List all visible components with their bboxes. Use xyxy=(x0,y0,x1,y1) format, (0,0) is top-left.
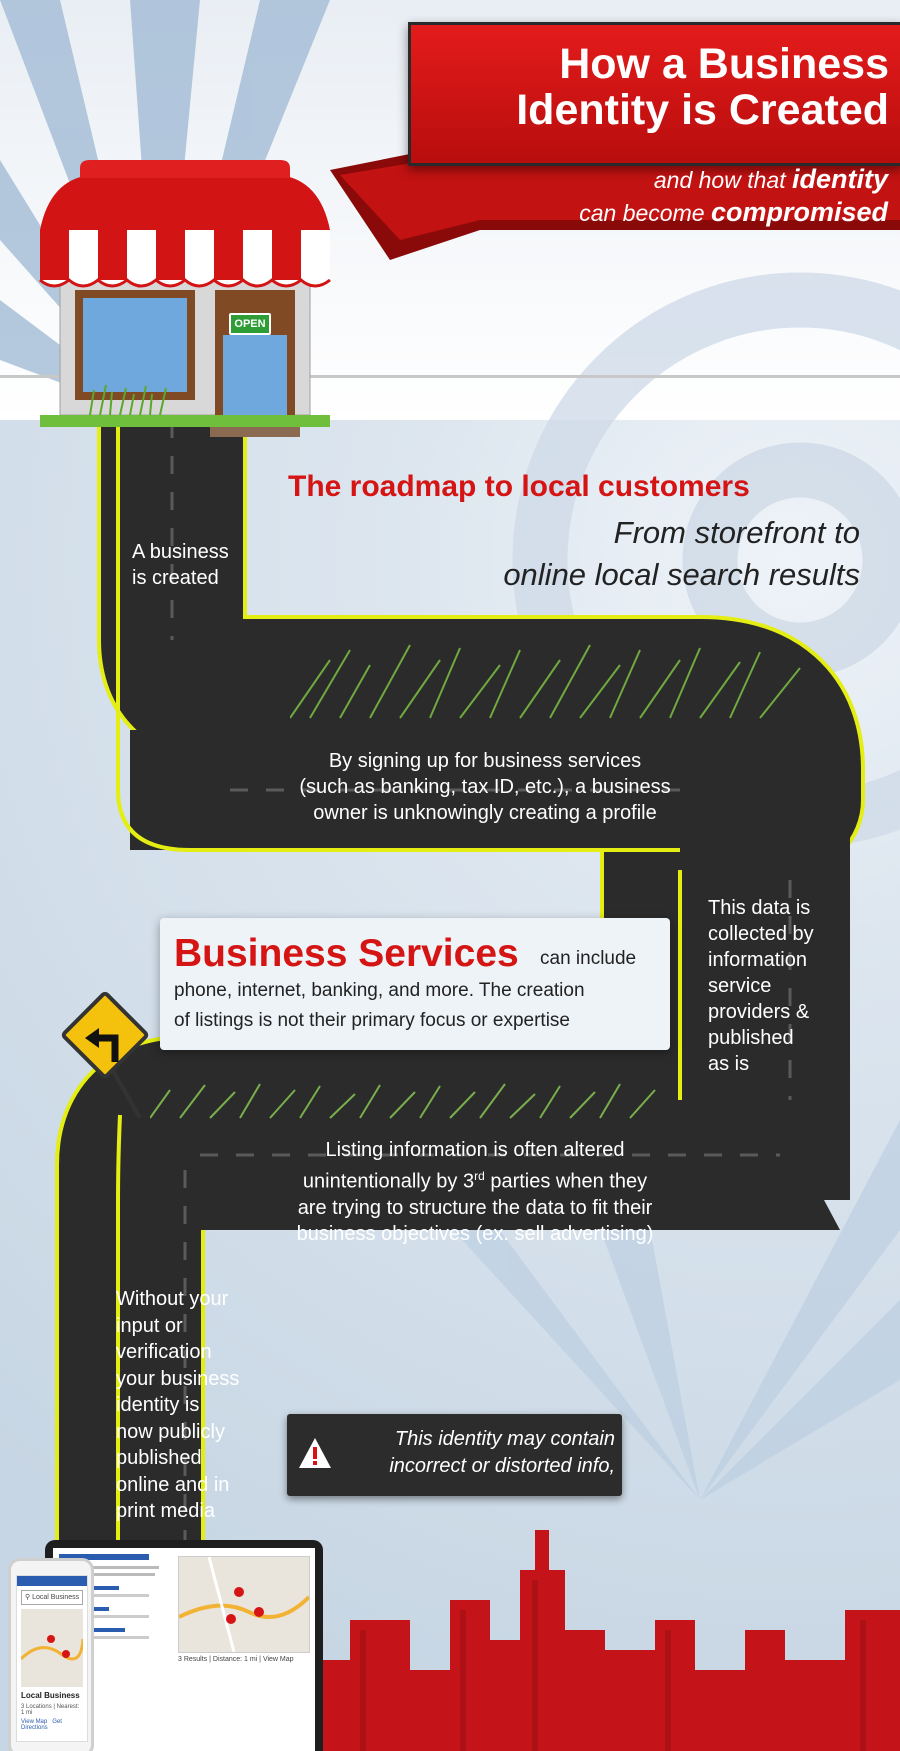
map-thumbnail[interactable] xyxy=(178,1556,311,1653)
step-5-line-3: verification xyxy=(116,1341,212,1363)
step-signing-up: By signing up for business services (suc… xyxy=(245,748,725,826)
warning-line-2: incorrect or distorted info, xyxy=(389,1455,615,1477)
business-services-card: Business Services can include phone, int… xyxy=(160,918,670,1050)
step-3-line-7: as is xyxy=(708,1053,750,1075)
map-icon xyxy=(178,1556,311,1653)
page-title: How a Business Identity is Created xyxy=(411,41,889,133)
step-5-line-6: now publicly xyxy=(116,1420,225,1443)
step-4-line-2b: parties when they xyxy=(484,1170,648,1193)
title-line-1: How a Business xyxy=(559,40,889,88)
open-sign: OPEN xyxy=(229,313,271,335)
step-1-line-2: is created xyxy=(132,567,219,589)
step-publicly-published: Without your input or verification your … xyxy=(116,1286,239,1525)
phone-search-text: Local Business xyxy=(32,1594,80,1601)
phone-search-input[interactable]: ⚲ Local Business xyxy=(21,1590,83,1605)
subtitle-bold-1: identity xyxy=(791,164,888,194)
subtitle-bold-2: compromised xyxy=(710,197,888,227)
business-services-line-1: phone, internet, banking, and more. The … xyxy=(174,980,585,1001)
phone-frame: ⚲ Local Business Local Business 3 Locati… xyxy=(8,1558,94,1751)
step-3-line-1: This data is xyxy=(708,897,811,919)
step-5-line-9: print media xyxy=(116,1500,215,1522)
phone-result-links: View Map Get Directions xyxy=(21,1719,83,1731)
warning-line-1: This identity may contain xyxy=(394,1428,615,1450)
step-5-line-1: Without your xyxy=(116,1288,229,1310)
business-services-title: Business Services xyxy=(174,932,519,975)
warning-text: This identity may contain incorrect or d… xyxy=(327,1426,615,1480)
warning-callout: This identity may contain incorrect or d… xyxy=(287,1414,622,1496)
step-5-line-8: online and in xyxy=(116,1473,230,1496)
grass-patch-1 xyxy=(290,644,801,719)
business-services-body: phone, internet, banking, and more. The … xyxy=(174,976,664,1036)
business-services-line-2: of listings is not their primary focus o… xyxy=(174,1010,570,1031)
title-line-2: Identity is Created xyxy=(516,86,889,134)
step-2-line-2: (such as banking, tax ID, etc.), a busin… xyxy=(299,776,671,798)
step-4-line-2-sup: rd xyxy=(474,1169,485,1183)
step-4-line-3: are trying to structure the data to fit … xyxy=(297,1196,653,1219)
city-skyline xyxy=(320,1530,900,1751)
phone-view-map-link[interactable]: View Map xyxy=(21,1719,48,1725)
step-4-line-1: Listing information is often altered xyxy=(325,1139,625,1161)
subtitle-part-1: and how that xyxy=(653,167,792,193)
step-4-line-4: business objectives (ex. sell advertisin… xyxy=(296,1222,654,1245)
title-banner: How a Business Identity is Created xyxy=(408,22,900,166)
step-3-line-5: providers & xyxy=(708,1001,810,1023)
turn-sign-icon xyxy=(61,991,149,1119)
phone-directions-link[interactable]: Get Directions xyxy=(21,1719,62,1731)
phone-map-icon xyxy=(19,1635,85,1661)
phone-map xyxy=(19,1609,85,1687)
step-business-created: A business is created xyxy=(132,539,229,591)
step-3-line-2: collected by xyxy=(708,923,814,945)
subtitle-part-2: can become xyxy=(579,200,711,226)
step-2-line-1: By signing up for business services xyxy=(328,750,642,772)
step-4-line-2a: unintentionally by 3 xyxy=(302,1170,475,1193)
roadmap-subheading-line-1: From storefront to xyxy=(613,515,860,550)
map-results-footer: 3 Results | Distance: 1 mi | View Map xyxy=(178,1656,294,1663)
step-3-line-4: service xyxy=(708,975,772,997)
step-5-line-4: your business xyxy=(116,1367,240,1390)
roadmap-heading: The roadmap to local customers xyxy=(288,470,750,503)
roadmap-subheading: From storefront to online local search r… xyxy=(380,512,860,596)
step-data-collected: This data is collected by information se… xyxy=(708,895,814,1077)
business-services-inline: can include xyxy=(540,948,637,969)
phone-result-sub: 3 Locations | Nearest: 1 mi xyxy=(21,1704,80,1716)
subtitle: and how that identity can become comprom… xyxy=(430,163,888,229)
phone-result-title: Local Business xyxy=(21,1691,80,1700)
laptop-frame: 3 Results | Distance: 1 mi | View Map xyxy=(45,1540,323,1751)
step-5-line-5: identity is xyxy=(116,1394,200,1416)
step-5-line-2: input or xyxy=(116,1314,183,1337)
storefront-illustration xyxy=(39,160,331,437)
warning-icon xyxy=(299,1438,331,1468)
title-banner-tail xyxy=(330,150,900,260)
step-2-line-3: owner is unknowingly creating a profile xyxy=(313,802,657,824)
step-1-line-1: A business xyxy=(132,541,229,563)
step-5-line-7: published xyxy=(116,1447,202,1469)
grass-patch-2 xyxy=(150,1083,656,1119)
roadmap-subheading-line-2: online local search results xyxy=(503,557,860,592)
step-3-line-3: information xyxy=(708,949,807,971)
laptop-screen: 3 Results | Distance: 1 mi | View Map xyxy=(53,1548,315,1751)
phone-screen: ⚲ Local Business Local Business 3 Locati… xyxy=(16,1575,88,1742)
step-altered-by-3rd-parties: Listing information is often altered uni… xyxy=(240,1137,710,1247)
step-3-line-6: published xyxy=(708,1027,794,1049)
